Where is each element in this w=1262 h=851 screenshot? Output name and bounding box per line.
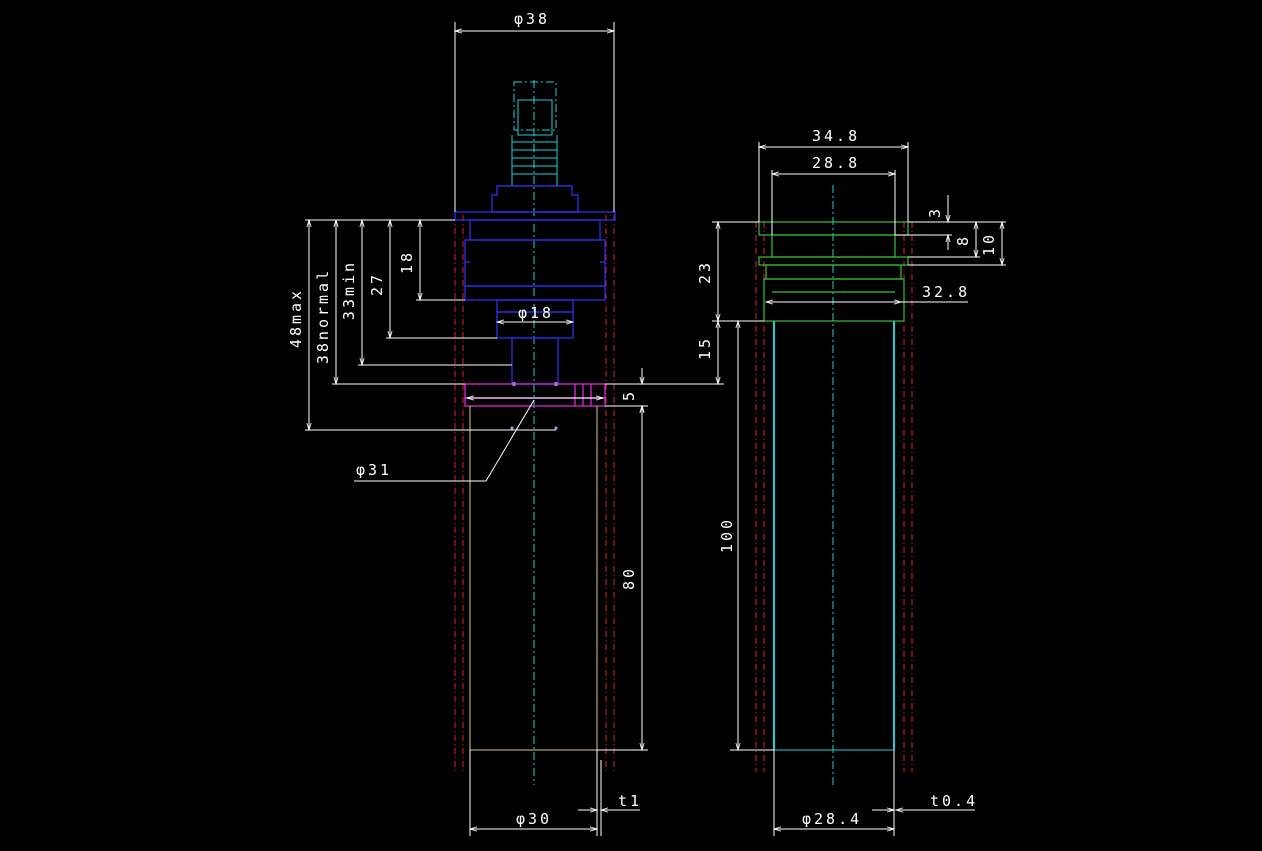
dim-100: 100 xyxy=(718,517,736,553)
dim-80: 80 xyxy=(620,566,638,590)
dim-3: 3 xyxy=(926,206,944,218)
spindle xyxy=(511,81,558,186)
dim-32-8: 32.8 xyxy=(922,283,970,301)
dim-18: 18 xyxy=(398,250,416,274)
flange-plate xyxy=(464,383,606,407)
dim-38normal: 38normal xyxy=(314,268,332,364)
dim-10: 10 xyxy=(980,232,998,256)
dim-dia-28-4: φ28.4 xyxy=(802,810,862,828)
dim-dia-30: φ30 xyxy=(516,810,552,828)
dim-5: 5 xyxy=(620,389,638,401)
right-sleeve-view: 34.8 28.8 3 8 10 32.8 23 15 100 xyxy=(605,127,1006,836)
sleeve-head xyxy=(758,221,909,322)
dim-dia-31: φ31 xyxy=(356,461,392,479)
dim-28-8: 28.8 xyxy=(812,154,860,172)
dim-33min: 33min xyxy=(340,260,358,320)
dim-dia-38: φ38 xyxy=(514,10,550,28)
sleeve-tube xyxy=(773,321,895,751)
dim-15: 15 xyxy=(696,336,714,360)
dim-t1: t1 xyxy=(618,792,642,810)
dim-t0-4: t0.4 xyxy=(930,792,978,810)
dim-27: 27 xyxy=(368,272,386,296)
left-assembly-view: φ38 φ18 18 27 33min 38normal 48max φ31 xyxy=(287,10,648,836)
dim-dia-18: φ18 xyxy=(518,304,554,322)
valve-body xyxy=(454,185,616,386)
dim-8: 8 xyxy=(954,234,972,246)
dim-23: 23 xyxy=(696,260,714,284)
dim-48max: 48max xyxy=(287,288,305,348)
dim-34-8: 34.8 xyxy=(812,127,860,145)
left-tube xyxy=(469,406,598,751)
